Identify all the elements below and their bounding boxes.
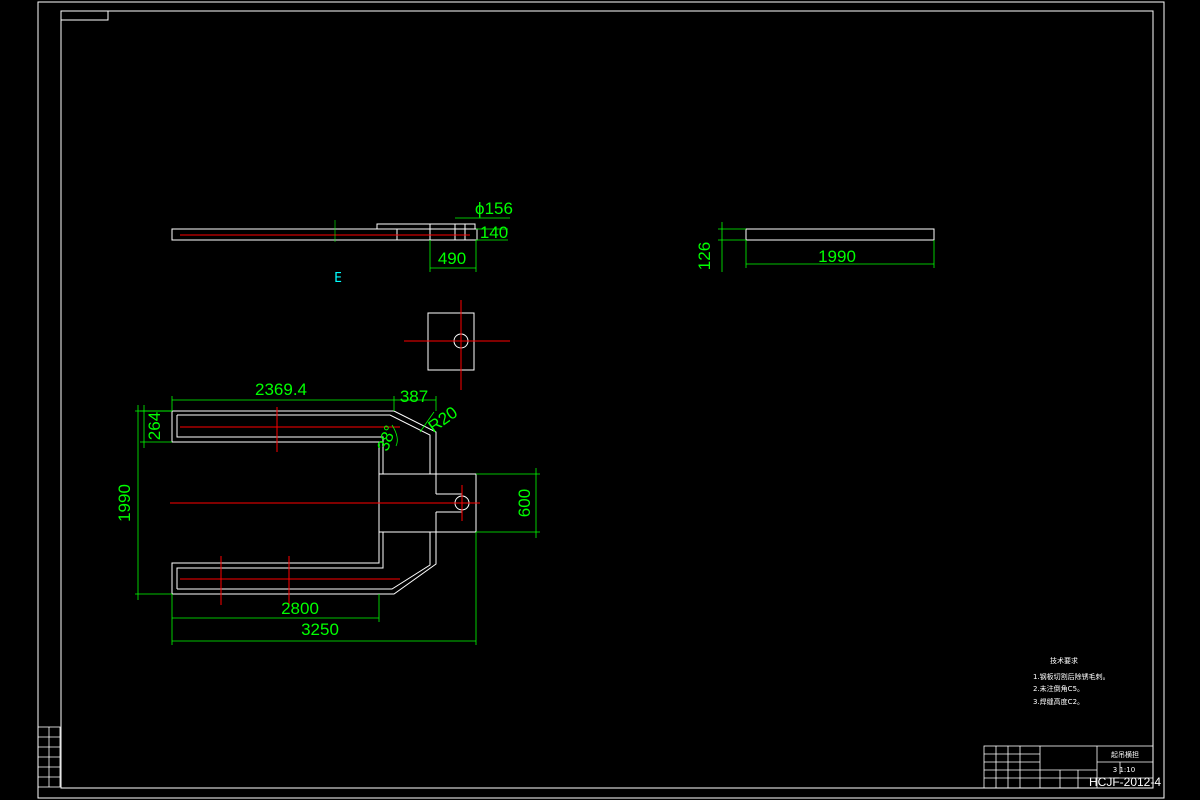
- outer-border: [37, 1, 1165, 799]
- top-view: [171, 217, 510, 272]
- plate-detail: [404, 300, 510, 390]
- tb-drawing-no: HCJF-2012-4: [1089, 775, 1161, 789]
- dim-plan-radius: R20: [425, 403, 461, 436]
- side-view-outline: [745, 228, 935, 241]
- inner-border: [60, 10, 1154, 789]
- dim-top-width: 490: [438, 249, 466, 268]
- top-arm-outer: [172, 410, 437, 474]
- dim-top-thickness: 140: [480, 223, 508, 242]
- dim-side-height: 126: [695, 242, 714, 270]
- side-view: [718, 222, 935, 272]
- top-view-plate: [376, 223, 476, 230]
- dim-top-dia: ϕ156: [475, 199, 513, 218]
- dim-plan-length-top: 2369.4: [255, 380, 307, 399]
- dim-plan-inner-length: 2800: [281, 599, 319, 618]
- plan-view: [171, 410, 477, 595]
- tb-scale: 3 1:10: [1113, 766, 1135, 774]
- note-item-2: 2.未注倒角C5。: [1033, 684, 1084, 693]
- dim-side-length: 1990: [818, 247, 856, 266]
- bottom-arm-outer: [172, 532, 437, 595]
- title-block-frame: [983, 745, 1154, 789]
- top-label-box: [60, 10, 109, 21]
- dim-plan-bar-width: 264: [145, 412, 164, 440]
- sheet-frame: [37, 1, 1165, 799]
- note-item-1: 1.钢板切割后除锈毛刺。: [1033, 672, 1110, 681]
- dim-plan-offset: 387: [400, 387, 428, 406]
- notes-heading: 技术要求: [1050, 656, 1078, 665]
- dim-plan-tongue-width: 600: [515, 489, 534, 517]
- note-item-3: 3.焊缝高度C2。: [1033, 697, 1084, 706]
- dim-plan-total-width: 1990: [115, 484, 134, 522]
- section-label: E: [334, 271, 342, 286]
- title-block: [983, 745, 1154, 789]
- dim-plan-total-length: 3250: [301, 620, 339, 639]
- plan-dimension-lines: [135, 396, 540, 645]
- plan-centerlines: [170, 407, 480, 605]
- left-side-table: [37, 726, 61, 788]
- top-view-outline: [171, 228, 478, 241]
- tb-part-name: 起吊横担: [1111, 750, 1139, 759]
